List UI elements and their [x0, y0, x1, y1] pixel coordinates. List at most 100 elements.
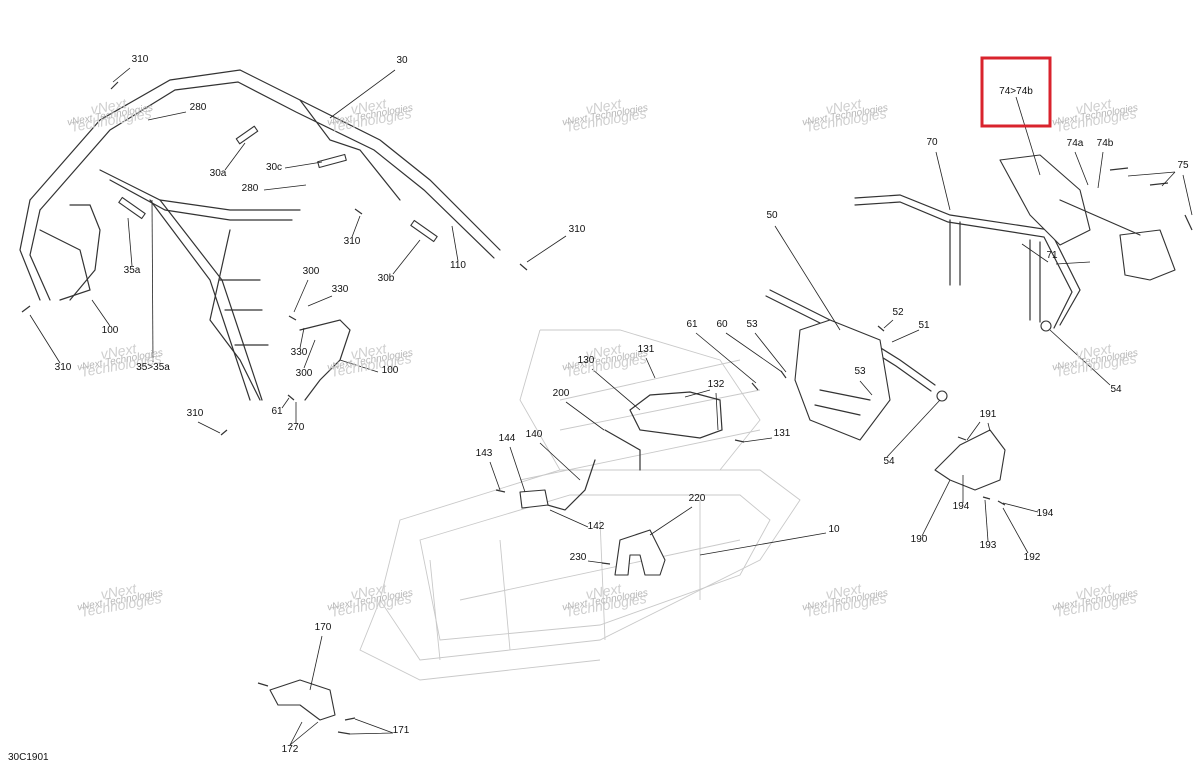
callout-170: 170	[315, 622, 332, 633]
callout-10: 10	[828, 524, 840, 535]
callout-270: 270	[288, 422, 305, 433]
door-bar-middle	[299, 319, 351, 401]
callout-310: 310	[344, 236, 361, 247]
callout-52: 52	[892, 307, 904, 318]
svg-text:vNext: vNext	[99, 580, 138, 602]
callout-110: 110	[450, 260, 466, 271]
callout-330: 330	[291, 347, 308, 358]
front-bumper-assembly	[854, 154, 1176, 329]
callout-280: 280	[190, 102, 207, 113]
callout-54: 54	[883, 456, 895, 467]
callout-310: 310	[569, 224, 586, 235]
callout-300: 300	[296, 368, 313, 379]
plate-30a	[235, 125, 259, 145]
bracket-220	[614, 529, 666, 576]
svg-text:vNext: vNext	[584, 580, 623, 602]
svg-text:vNext: vNext	[1074, 95, 1113, 117]
callout-194: 194	[953, 501, 970, 512]
callout-194: 194	[1037, 508, 1054, 519]
callout-310: 310	[187, 408, 204, 419]
figure-code: 30C1901	[8, 752, 49, 763]
roll-cage-assembly	[19, 69, 501, 401]
door-bar-left	[69, 204, 101, 301]
callout-140: 140	[526, 429, 543, 440]
plate-30b	[410, 219, 438, 243]
callout-143: 143	[476, 448, 493, 459]
callout-74b: 74b	[1097, 138, 1114, 149]
callout-193: 193	[980, 540, 997, 551]
callout-130: 130	[578, 355, 595, 366]
callout-200: 200	[553, 388, 570, 399]
callout-50: 50	[766, 210, 778, 221]
callout-280: 280	[242, 183, 259, 194]
callout-61: 61	[686, 319, 698, 330]
support-bar-200	[604, 429, 641, 471]
svg-text:vNext: vNext	[349, 340, 388, 362]
callout-142: 142	[588, 521, 605, 532]
callout-53: 53	[854, 366, 866, 377]
callout-330: 330	[332, 284, 349, 295]
callout-35a: 35a	[124, 265, 141, 276]
svg-text:vNext: vNext	[824, 95, 863, 117]
callout-74a: 74a	[1067, 138, 1084, 149]
callout-53: 53	[746, 319, 758, 330]
callout-132: 132	[708, 379, 725, 390]
svg-text:vNext: vNext	[349, 580, 388, 602]
callout-172: 172	[282, 744, 299, 755]
bumper-cap-54-right	[1040, 320, 1052, 332]
svg-text:vNext: vNext	[584, 95, 623, 117]
plate-35a	[118, 196, 146, 220]
callout-190: 190	[911, 534, 928, 545]
highlight-label: 74>74b	[999, 86, 1033, 97]
callout-30: 30	[396, 55, 408, 66]
leader-lines	[29, 67, 1193, 746]
callout-131: 131	[638, 344, 655, 355]
svg-text:vNext: vNext	[1074, 580, 1113, 602]
svg-text:vNext: vNext	[824, 580, 863, 602]
chassis-ghost-outline	[359, 329, 801, 681]
callout-310: 310	[55, 362, 72, 373]
callout-131: 131	[774, 428, 791, 439]
bracket-144	[519, 489, 549, 509]
callout-71: 71	[1046, 250, 1058, 261]
callout-75: 75	[1177, 160, 1189, 171]
callout-60: 60	[716, 319, 728, 330]
plate-30c	[317, 153, 347, 169]
fasteners	[21, 81, 1193, 735]
highlight-box	[980, 56, 1052, 128]
callout-100: 100	[102, 325, 119, 336]
callout-220: 220	[689, 493, 706, 504]
svg-text:vNext: vNext	[349, 95, 388, 117]
svg-text:vNext: vNext	[1074, 340, 1113, 362]
callout-230: 230	[570, 552, 587, 563]
callout-191: 191	[980, 409, 997, 420]
callout-171: 171	[393, 725, 410, 736]
support-bar-130	[629, 391, 723, 439]
front-support-frame	[765, 289, 1052, 441]
callout-70: 70	[926, 137, 938, 148]
bumper-cap-54	[936, 390, 948, 402]
callout-300: 300	[303, 266, 320, 277]
bracket-170	[269, 679, 336, 721]
callout-54: 54	[1110, 384, 1122, 395]
svg-text:vNext: vNext	[584, 340, 623, 362]
callout-310: 310	[132, 54, 149, 65]
callout-51: 51	[918, 320, 930, 331]
callout-30c: 30c	[266, 162, 282, 173]
callout-61: 61	[271, 406, 283, 417]
